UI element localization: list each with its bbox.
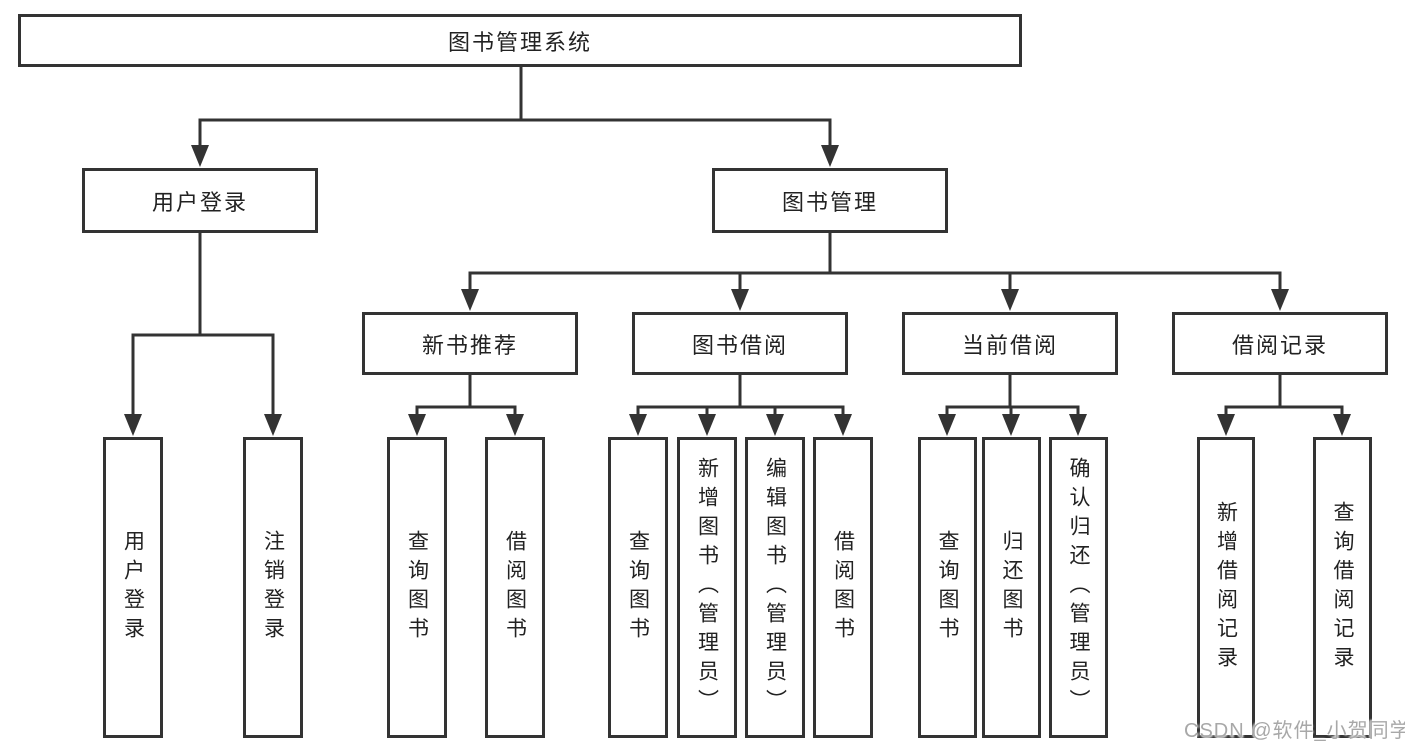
leaf-confirm-return-admin: 确认归还（管理员） xyxy=(1049,437,1108,738)
leaf-query-borrow-record: 查询借阅记录 xyxy=(1313,437,1372,738)
leaf-query-books-recommend: 查询图书 xyxy=(387,437,447,738)
node-book-management: 图书管理 xyxy=(712,168,948,233)
leaf-user-login: 用户登录 xyxy=(103,437,163,738)
arrowheads xyxy=(124,145,1351,436)
node-borrow-records: 借阅记录 xyxy=(1172,312,1388,375)
node-book-borrow: 图书借阅 xyxy=(632,312,848,375)
node-current-borrow: 当前借阅 xyxy=(902,312,1118,375)
csdn-watermark: CSDN @软件_小贺同学 xyxy=(1184,720,1405,742)
leaf-add-book-admin: 新增图书（管理员） xyxy=(677,437,737,738)
node-user-login: 用户登录 xyxy=(82,168,318,233)
node-root: 图书管理系统 xyxy=(18,14,1022,67)
leaf-borrow-books: 借阅图书 xyxy=(813,437,873,738)
leaf-logout: 注销登录 xyxy=(243,437,303,738)
leaf-borrow-books-recommend: 借阅图书 xyxy=(485,437,545,738)
leaf-query-books-borrow: 查询图书 xyxy=(608,437,668,738)
leaf-return-book: 归还图书 xyxy=(982,437,1041,738)
leaf-add-borrow-record: 新增借阅记录 xyxy=(1197,437,1255,738)
leaf-query-books-current: 查询图书 xyxy=(918,437,977,738)
node-new-book-recommend: 新书推荐 xyxy=(362,312,578,375)
leaf-edit-book-admin: 编辑图书（管理员） xyxy=(745,437,805,738)
